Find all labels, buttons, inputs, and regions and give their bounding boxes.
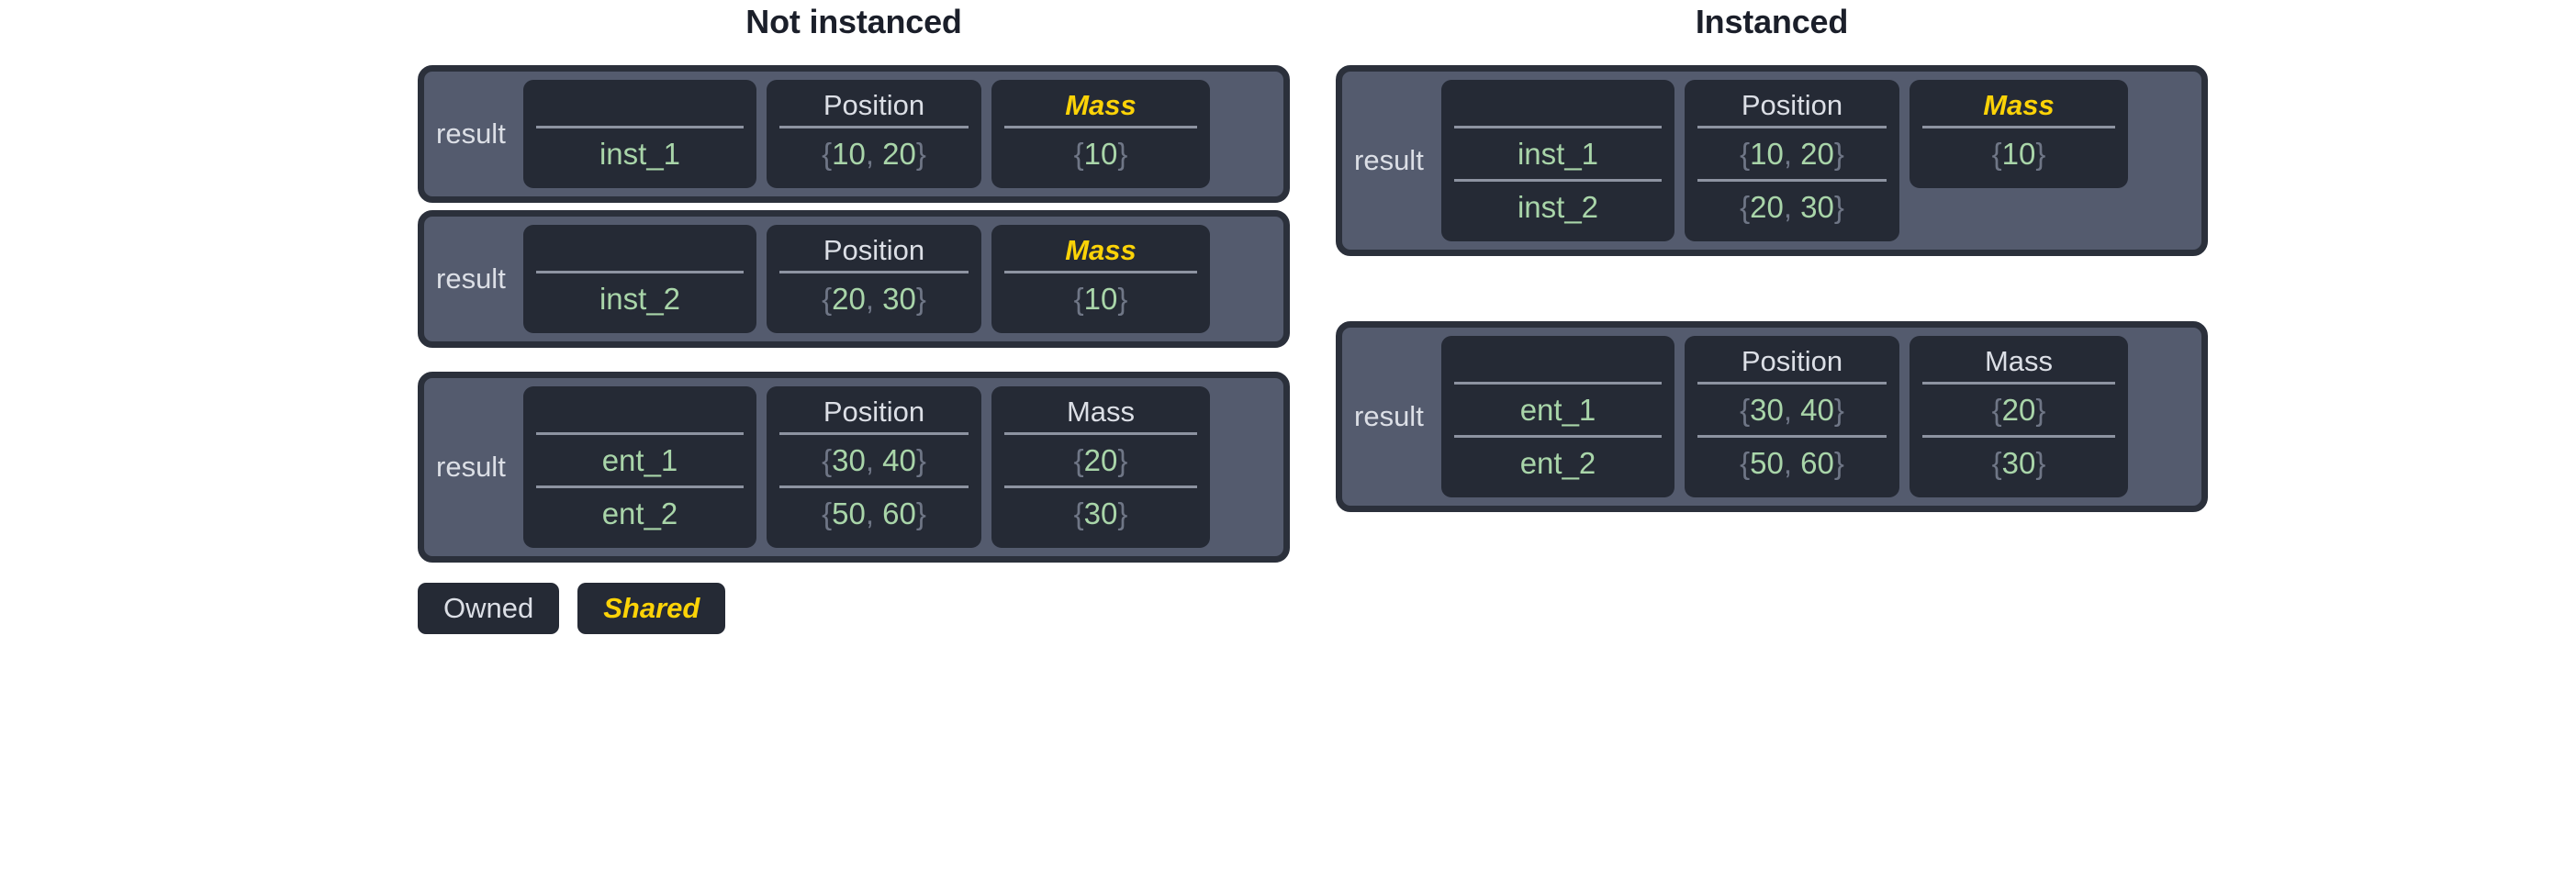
header-divider [536,126,744,128]
panel-label: result [436,451,506,483]
table-cell: {20, 30} [822,282,926,316]
table-cell: inst_2 [599,282,681,316]
header-divider [1004,432,1197,435]
column-header-mass-shared: Mass [1983,89,2055,121]
table-cell: {10} [1991,137,2046,171]
column-card-mass: Mass {20} {30} [991,386,1210,548]
column-card-position: Position {20, 30} [767,225,981,333]
legend: Owned Shared [418,583,1290,634]
column-not-instanced: Not instanced result inst_1 Position {10… [418,0,1290,634]
column-card-position: Position {10, 20} {20, 30} [1685,80,1899,241]
header-divider [1004,126,1197,128]
panel-label: result [436,262,506,295]
table-cell: {30} [1991,446,2046,480]
column-header-mass-shared: Mass [1065,89,1137,121]
table-cell: {30, 40} [1740,393,1844,427]
table-cell: inst_2 [1517,190,1599,224]
column-card-position: Position {30, 40} {50, 60} [767,386,981,548]
table-cell: ent_1 [601,443,678,477]
table-cell: {20, 30} [1740,190,1844,224]
header-divider [779,271,969,273]
panel-columns: ent_1 ent_2 Position {30, 40} {50, 60} M… [523,378,1283,556]
panel-columns: inst_1 Position {10, 20} Mass {10} [523,72,1283,196]
column-card-mass: Mass {20} {30} [1910,336,2128,497]
table-cell: {20} [1991,393,2046,427]
panel-label: result [436,117,506,150]
column-header-entity [1452,85,1663,126]
result-panel: result ent_1 ent_2 Position {30, 40} {50… [418,372,1290,563]
column-card-mass: Mass {10} [991,80,1210,188]
table-cell: inst_1 [1517,137,1599,171]
table-cell: {50, 60} [1740,446,1844,480]
result-panel: result inst_1 Position {10, 20} Mass {10… [418,65,1290,203]
column-header-entity [534,85,745,126]
table-cell: inst_1 [599,137,681,171]
row-divider [1922,435,2115,438]
column-card-mass: Mass {10} [1910,80,2128,188]
table-cell: {10} [1073,282,1128,316]
row-divider [1454,179,1662,182]
header-divider [1697,126,1887,128]
column-card-position: Position {30, 40} {50, 60} [1685,336,1899,497]
column-header-position: Position [823,234,925,266]
column-card-entity: inst_2 [523,225,756,333]
table-cell: ent_1 [1519,393,1596,427]
table-cell: {30} [1073,496,1128,530]
table-cell: {50, 60} [822,496,926,530]
column-title-not-instanced: Not instanced [745,3,962,40]
panel-columns: inst_2 Position {20, 30} Mass {10} [523,217,1283,341]
table-cell: ent_2 [601,496,678,530]
column-header-position: Position [1741,345,1843,377]
column-header-mass-shared: Mass [1065,234,1137,266]
table-cell: {10, 20} [1740,137,1844,171]
table-cell: {10, 20} [822,137,926,171]
column-header-mass: Mass [1066,396,1136,428]
row-divider [779,485,969,488]
header-divider [1922,126,2115,128]
panel-label: result [1354,144,1424,176]
row-divider [1697,435,1887,438]
column-header-position: Position [823,89,925,121]
column-card-entity: ent_1 ent_2 [523,386,756,548]
column-card-mass: Mass {10} [991,225,1210,333]
table-cell: {30, 40} [822,443,926,477]
column-title-instanced: Instanced [1695,3,1849,40]
legend-chip-shared: Shared [577,583,726,634]
header-divider [1697,382,1887,385]
panel-label: result [1354,400,1424,432]
header-divider [1454,382,1662,385]
column-header-position: Position [1741,89,1843,121]
column-card-entity: ent_1 ent_2 [1441,336,1674,497]
result-panel: result inst_2 Position {20, 30} Mass {10… [418,210,1290,348]
table-cell: ent_2 [1519,446,1596,480]
row-divider [1697,179,1887,182]
panel-columns: ent_1 ent_2 Position {30, 40} {50, 60} M… [1441,328,2201,506]
header-divider [779,126,969,128]
header-divider [536,271,744,273]
header-divider [1922,382,2115,385]
result-panel: result inst_1 inst_2 Position {10, 20} {… [1336,65,2208,256]
header-divider [536,432,744,435]
result-panel: result ent_1 ent_2 Position {30, 40} {50… [1336,321,2208,512]
column-header-position: Position [823,396,925,428]
header-divider [779,432,969,435]
column-header-entity [534,230,745,271]
legend-chip-owned: Owned [418,583,560,634]
row-divider [536,485,744,488]
row-divider [1004,485,1197,488]
column-header-entity [1452,341,1663,382]
column-instanced: Instanced result inst_1 inst_2 Position … [1336,0,2208,519]
column-header-mass: Mass [1984,345,2054,377]
column-header-entity [534,392,745,432]
panel-columns: inst_1 inst_2 Position {10, 20} {20, 30}… [1441,72,2201,250]
column-card-entity: inst_1 inst_2 [1441,80,1674,241]
row-divider [1454,435,1662,438]
table-cell: {20} [1073,443,1128,477]
header-divider [1454,126,1662,128]
column-card-position: Position {10, 20} [767,80,981,188]
header-divider [1004,271,1197,273]
column-card-entity: inst_1 [523,80,756,188]
table-cell: {10} [1073,137,1128,171]
